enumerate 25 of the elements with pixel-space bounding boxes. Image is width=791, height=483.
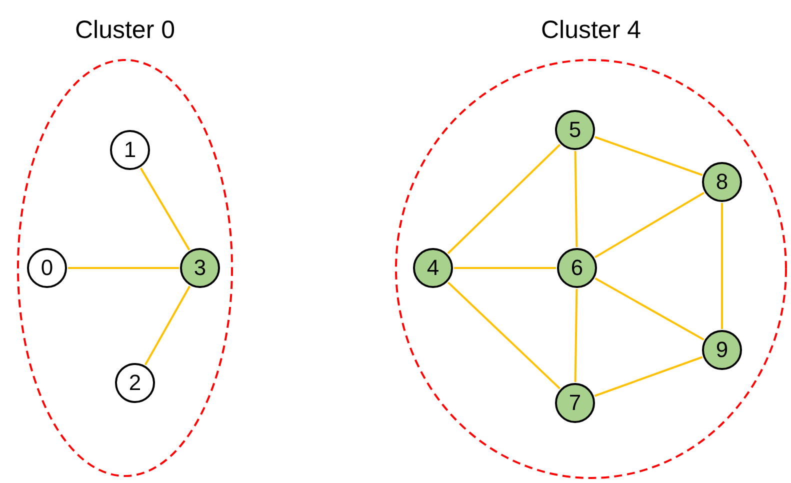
graph-edge <box>721 203 723 329</box>
graph-node: 4 <box>413 248 453 288</box>
graph-node: 0 <box>27 248 67 288</box>
graph-edge <box>594 277 704 341</box>
graph-node: 8 <box>702 162 742 202</box>
graph-edge <box>594 192 704 258</box>
cluster-title: Cluster 0 <box>74 15 176 46</box>
graph-edge <box>144 286 191 366</box>
graph-edge <box>594 356 703 397</box>
graph-edge <box>594 136 703 176</box>
graph-edge <box>574 288 578 382</box>
graph-edge <box>447 144 561 254</box>
graph-node: 1 <box>110 130 150 170</box>
graph-node: 2 <box>115 363 155 403</box>
graph-node: 6 <box>557 248 597 288</box>
graph-edge <box>68 267 179 269</box>
graph-edge <box>574 150 578 248</box>
graph-node: 3 <box>180 248 220 288</box>
graph-edge <box>448 282 560 390</box>
graph-edge <box>140 168 190 250</box>
graph-node: 5 <box>555 110 595 150</box>
graph-node: 9 <box>702 330 742 370</box>
graph-node: 7 <box>555 383 595 423</box>
graph-edge <box>454 267 556 269</box>
cluster-title: Cluster 4 <box>540 15 642 46</box>
